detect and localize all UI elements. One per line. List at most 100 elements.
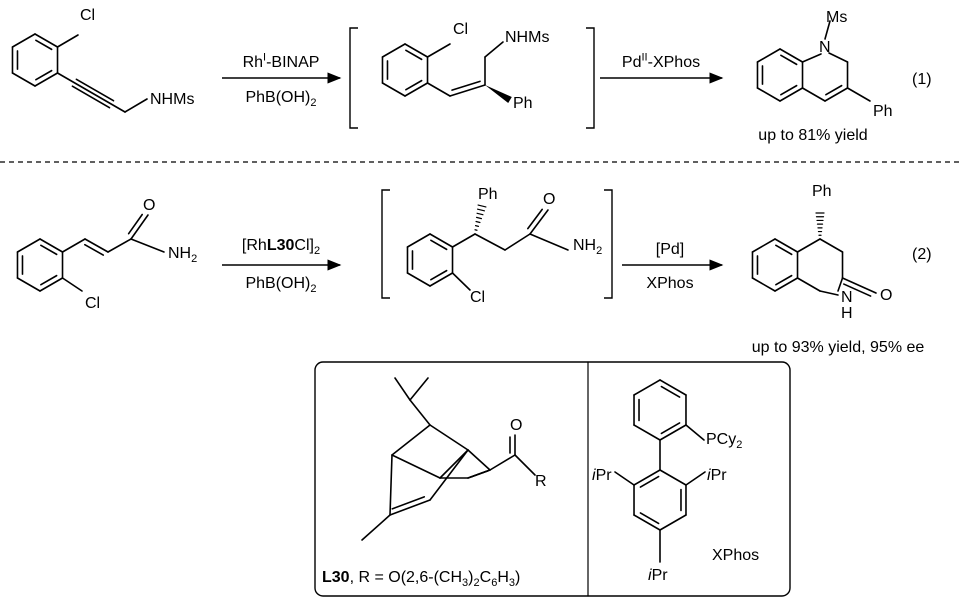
bond [846, 87, 871, 102]
bond [449, 84, 486, 97]
bracket-right [604, 189, 613, 299]
bond [476, 212, 484, 216]
bracket-left [349, 27, 358, 129]
bond [381, 43, 406, 58]
bond [451, 233, 476, 248]
bond [843, 283, 872, 297]
bond [429, 272, 454, 287]
bond [659, 469, 687, 486]
bond [389, 454, 393, 516]
bond [56, 34, 79, 48]
bond [779, 87, 804, 102]
l30-r: R [535, 473, 547, 490]
bond [429, 449, 469, 501]
r1-int-nhms: NHMs [505, 29, 550, 46]
bond [426, 82, 451, 97]
bond [780, 54, 798, 66]
bond [394, 377, 411, 401]
bond [61, 277, 83, 292]
bond [404, 43, 429, 58]
bond [56, 72, 126, 113]
bond [11, 72, 36, 87]
r1-sm-cl: Cl [80, 7, 96, 24]
bond [819, 238, 844, 253]
r2-step2-bottom: XPhos [646, 275, 694, 292]
bond [391, 454, 441, 479]
bond [61, 238, 86, 253]
r2-sm-o: O [143, 197, 156, 214]
r2-step2-top: [Pd] [655, 241, 685, 258]
bond [71, 85, 111, 109]
bond [404, 82, 429, 97]
ligand-box [314, 361, 791, 597]
bond [659, 424, 687, 441]
bond [801, 53, 822, 63]
bond [130, 214, 149, 240]
r2-prod-n: N [841, 289, 853, 306]
bond [633, 469, 661, 486]
r1-prod-ph: Ph [873, 103, 893, 120]
r2-prod-ph: Ph [812, 183, 832, 200]
bond [474, 225, 480, 227]
r2-reagent-bottom: PhB(OH)2 [245, 275, 317, 296]
r2-sm-nh2: NH2 [168, 245, 198, 266]
bond [824, 20, 831, 40]
r2-yield: up to 93% yield, 95% ee [751, 339, 925, 356]
bond [828, 52, 849, 63]
bond [35, 69, 53, 81]
bond [405, 49, 423, 61]
bond [685, 424, 705, 441]
bond [633, 514, 661, 531]
bond [529, 233, 569, 251]
bond [475, 216, 483, 220]
r2-int-ph: Ph [478, 186, 498, 203]
bond [780, 84, 798, 96]
bond [406, 233, 431, 248]
bond [514, 454, 536, 476]
bond [381, 82, 406, 97]
bond [430, 269, 448, 281]
bond [489, 454, 516, 471]
bond [40, 244, 58, 256]
bond [39, 277, 64, 292]
r1-reagent-top: RhI-BINAP [242, 51, 320, 71]
r2-int-cl: Cl [470, 289, 486, 306]
bond [819, 290, 839, 296]
bond [756, 87, 781, 102]
r2-number: (2) [912, 246, 932, 263]
bond [796, 277, 821, 292]
bond [75, 78, 115, 102]
bond [124, 98, 148, 113]
bond [429, 424, 469, 451]
bond [84, 243, 105, 256]
bond [477, 204, 487, 208]
bond [16, 238, 41, 253]
bond [130, 238, 165, 253]
bond [361, 514, 391, 541]
bond [529, 209, 549, 235]
bond [526, 208, 544, 230]
bond [639, 512, 660, 525]
r1-yield: up to 81% yield [758, 127, 868, 144]
bond [824, 87, 849, 102]
bond [841, 277, 877, 294]
r1-int-cl: Cl [453, 21, 469, 38]
bond [439, 449, 469, 479]
bond [405, 79, 423, 91]
r2-int-o: O [543, 191, 556, 208]
bond [406, 272, 431, 287]
bond [775, 244, 793, 256]
bond [16, 277, 41, 292]
r1-prod-n: N [819, 39, 831, 56]
r1-step2-reagent: PdII-XPhos [621, 51, 701, 71]
r2-prod-o: O [880, 287, 893, 304]
r1-number: (1) [912, 71, 932, 88]
bond [779, 48, 804, 63]
bond [84, 238, 109, 253]
bond [391, 424, 431, 456]
r2-int-nh2: NH2 [573, 237, 603, 258]
l30-label: L30, R = O(2,6-(CH3)2C6H3) [322, 569, 521, 590]
bond [39, 238, 64, 253]
bond [639, 475, 660, 488]
